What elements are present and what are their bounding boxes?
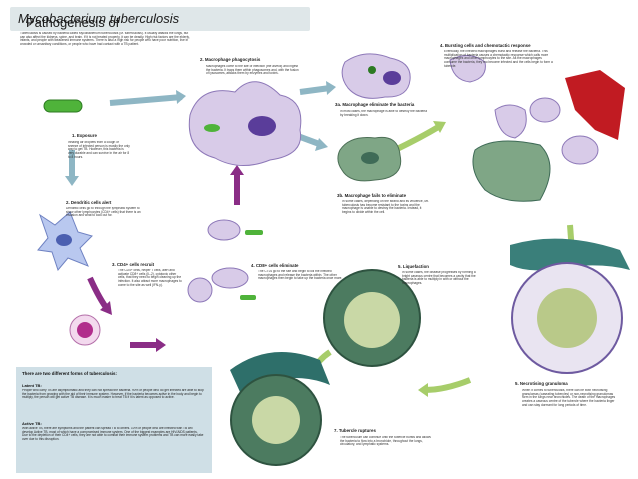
step-dendritic-text: Dendritic cells go to through the lympha…	[66, 207, 141, 218]
bursting-cells	[449, 55, 625, 202]
macrophage-eliminate	[341, 53, 411, 99]
step-exposure-text: Inhaling air droplets from a cough or sn…	[68, 141, 130, 159]
arrow-necrotising-to-rupture	[424, 377, 472, 393]
macrophage-phagocytosis	[188, 81, 302, 166]
intro-text: Tuberculosis is caused by bacteria calle…	[20, 32, 190, 47]
step-burst-text: Eventually, the infected macrophages bur…	[444, 50, 553, 68]
arrow-fail-to-burst	[393, 123, 442, 153]
diagram-title: Pathogenesis of Mycobacterium tuberculos…	[10, 7, 310, 31]
step-burst-label: 4. Bursting cells and chemotactic respon…	[440, 43, 531, 48]
granuloma-liquefaction	[510, 238, 630, 374]
tb-forms-heading: There are two different forms of tubercu…	[22, 371, 117, 376]
step-cd8-label: 4. CD8+ cells eliminate	[251, 263, 299, 268]
step-eliminate-label: 3a. Macrophage eliminate the bacteria	[335, 102, 415, 107]
step-phagocytosis-text: Macrophages come to the site of infectio…	[206, 65, 299, 76]
latent-tb-text: People who carry TB are asymptomatic and…	[22, 389, 204, 400]
arrow-dendritic-to-cd4	[87, 276, 111, 312]
arrow-phagocytosis-to-eliminate	[299, 85, 331, 95]
granuloma-necrotising	[323, 269, 421, 367]
macrophage-fail	[337, 136, 402, 182]
step-rupture-text: The tuberculum can continue until the tu…	[340, 436, 431, 447]
latent-tb-title: Latent TB:	[22, 383, 42, 388]
cd8-cells	[187, 219, 263, 303]
step-fail-text: In some cases, depending on the strand a…	[342, 200, 429, 215]
active-tb-title: Active TB:	[22, 421, 42, 426]
active-tb-text: With active TB, there are symptoms and t…	[22, 427, 204, 442]
step-eliminate-text: In most cases, the macrophage is able to…	[340, 110, 427, 117]
step-exposure-label: 1. Exposure	[72, 133, 97, 138]
step-rupture-label: 7. Tubercle ruptures	[334, 428, 376, 433]
step-cd8-text: The CTLs go to the site and begin to kil…	[258, 270, 343, 281]
step-dendritic-label: 2. Dendritic cells alert	[66, 200, 112, 205]
tb-forms-box: There are two different forms of tubercu…	[16, 367, 212, 473]
tb-bacterium	[43, 99, 83, 113]
step-fail-label: 3b. Macrophage fails to eliminate	[337, 193, 407, 198]
step-necrotising-label: 5. Necrotising granuloma	[515, 381, 568, 386]
step-phagocytosis-label: 2. Macrophage phagocytosis	[200, 57, 261, 62]
title-prefix: Pathogenesis of	[26, 15, 120, 30]
dendritic-cell	[37, 211, 93, 272]
title-species: Mycobacterium tuberculosis	[18, 11, 180, 26]
step-cd4-label: 3. CD4+ cells recruit	[112, 262, 155, 267]
step-liquefaction-label: 5. Liquefaction	[398, 264, 429, 269]
arrow-exposure-to-phagocytosis	[109, 94, 183, 106]
tubercle-rupture	[230, 352, 330, 466]
step-necrotising-text: When it comes to tuberculosis, there can…	[522, 389, 616, 407]
title-text: Pathogenesis of Mycobacterium tuberculos…	[18, 11, 180, 30]
step-liquefaction-text: In some cases, the disease progresses by…	[402, 271, 476, 286]
cd4-cell	[69, 314, 101, 346]
step-cd4-text: The CD4+ cells, helper T cells, alert an…	[118, 269, 182, 287]
